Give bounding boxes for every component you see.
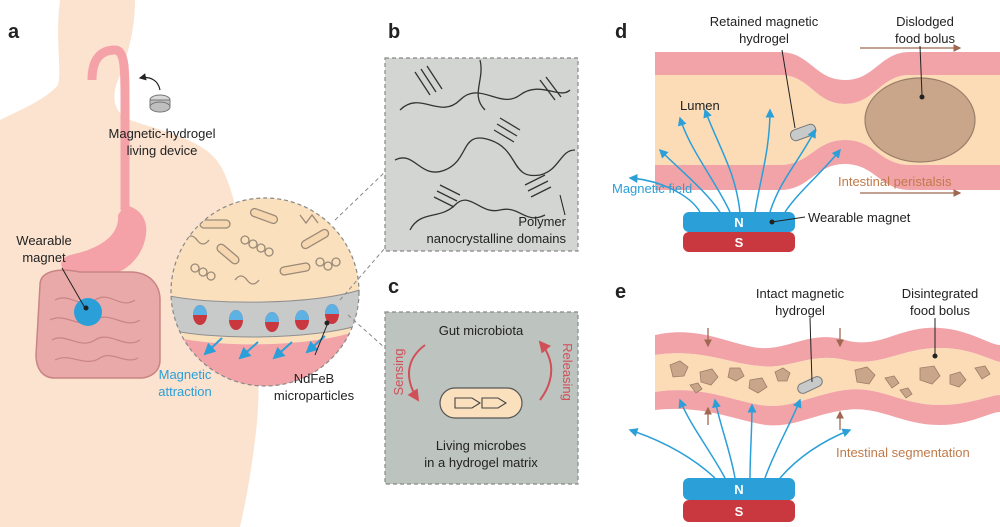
panel-label-a: a [8,21,20,43]
wearable-label-1: Wearable [16,233,71,248]
panel-a: a Magnetic-hydrogel living device Wearab… [0,0,386,527]
releasing-label: Releasing [560,343,575,401]
d-south-label: S [735,235,744,250]
wearable-magnet-icon [74,298,102,326]
device-label-2: living device [127,143,198,158]
device-arrow [138,73,161,91]
magnified-view [171,198,359,386]
d-upper-wall [655,52,1000,104]
disintegrated-label-1: Disintegrated [902,286,979,301]
gut-microbiota-label: Gut microbiota [439,323,524,338]
lumen-label: Lumen [680,98,720,113]
attraction-label-2: attraction [158,384,211,399]
device-label-1: Magnetic-hydrogel [109,126,216,141]
intact-label-1: Intact magnetic [756,286,845,301]
panel-e: e [615,281,1000,522]
peristalsis-label: Intestinal peristalsis [838,174,952,189]
capsule-device [149,94,171,113]
magnify-outline [170,197,360,387]
panel-label-c: c [388,276,399,298]
disintegrated-label-2: food bolus [910,303,970,318]
e-magnet-north [683,478,795,500]
d-magnet-north [683,212,795,232]
intact-label-2: hydrogel [775,303,825,318]
e-field-lines [628,398,852,479]
panel-label-e: e [615,281,626,303]
particles-label-1: NdFeB [294,371,334,386]
stomach [61,205,147,279]
microbes-label-1: Living microbes [436,438,527,453]
panel-label-b: b [388,21,400,43]
d-food-bolus [864,77,976,163]
particles-label-2: microparticles [274,388,355,403]
sensing-arrow [407,344,426,402]
e-magnet-south [683,500,795,522]
d-field-lines [628,108,841,213]
ndfeb-particles [193,304,339,332]
releasing-arrow [538,340,553,401]
attraction-label-1: Magnetic [159,367,212,382]
polymer-label-2: nanocrystalline domains [427,231,567,246]
wearable-magnet-label: Wearable magnet [808,210,911,225]
polymer-chains [394,59,576,231]
e-lower-wall [655,389,1000,426]
particles-pointer [314,324,328,356]
dislodged-label-1: Dislodged [896,14,954,29]
retained-label-2: hydrogel [739,31,789,46]
d-magnet-south [683,232,795,252]
esophagus [87,45,130,210]
e-lumen [655,348,1000,407]
e-north-label: N [734,482,743,497]
e-south-label: S [735,504,744,519]
panel-b: b Polymer nanocrystalline domains [384,21,579,252]
panel-d: d Retained magnetic hydrogel Dislodged f… [612,14,1000,252]
wearable-pointer [61,267,86,309]
crystalline-domains [414,65,562,208]
polymer-label-1: Polymer [518,214,566,229]
segmentation-label: Intestinal segmentation [836,445,970,460]
microbes-label-2: in a hydrogel matrix [424,455,538,470]
d-hydrogel [789,123,817,142]
wearable-label-2: magnet [22,250,66,265]
field-label: Magnetic field [612,181,692,196]
connector-b [334,171,386,221]
gene-circuit [454,397,508,409]
e-food-fragments [669,360,991,399]
d-north-label: N [734,215,743,230]
e-upper-wall [655,327,1000,367]
panel-label-d: d [615,21,627,43]
e-hydrogel [797,376,823,394]
dislodged-label-2: food bolus [895,31,955,46]
panel-c: c Gut microbiota Sensing Releasing Livin… [384,276,579,485]
connector-c [347,314,386,349]
e-segmentation-arrows [704,328,844,430]
retained-label-1: Retained magnetic [710,14,819,29]
connector-b2 [339,247,386,301]
intestines [35,269,161,379]
sensing-label: Sensing [391,349,406,396]
